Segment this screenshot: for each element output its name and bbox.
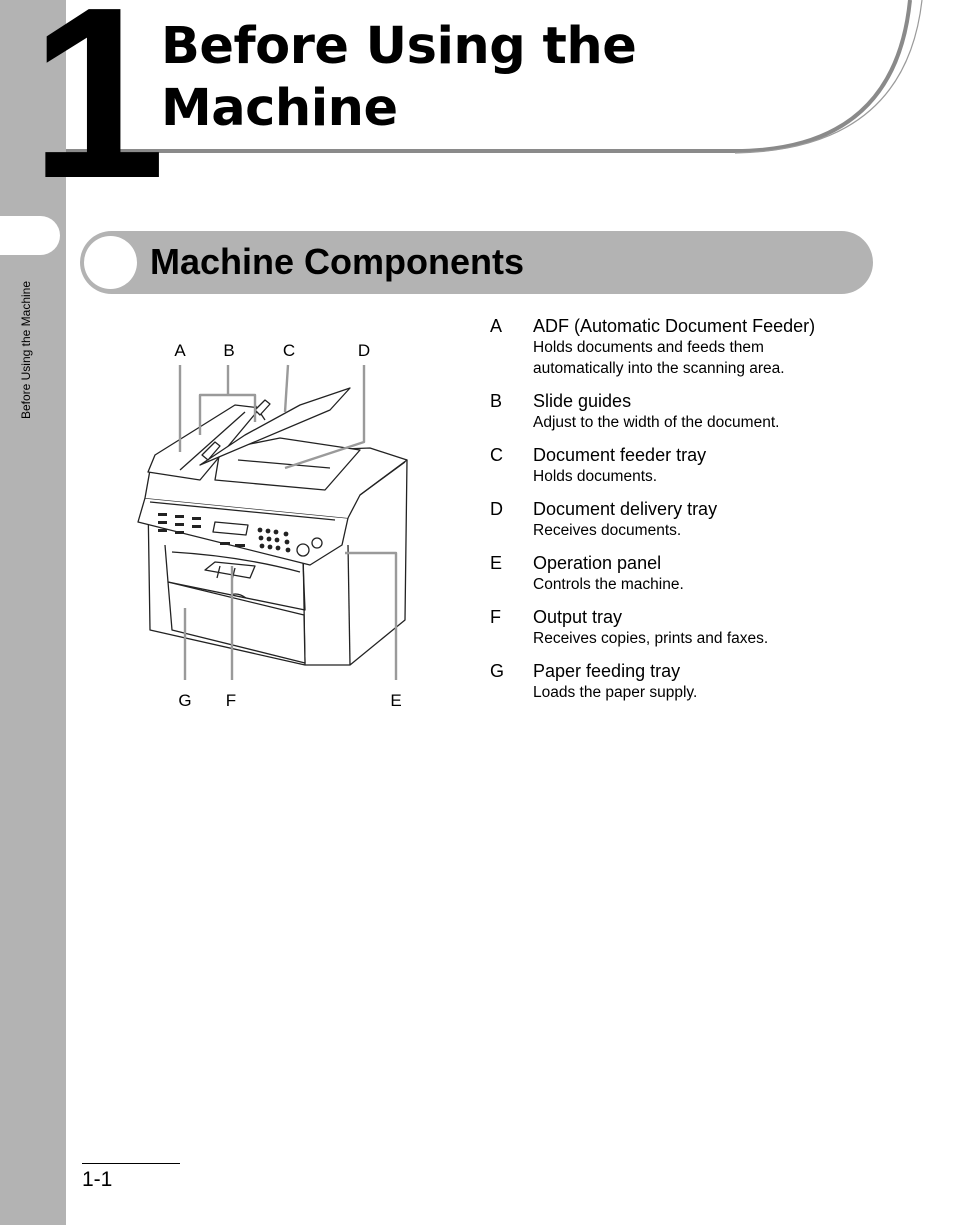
component-name: Operation panel [533,553,662,573]
component-name: Document feeder tray [533,445,707,465]
callout-label-e: E [390,691,402,710]
chapter-number: 1 [30,0,166,229]
page-number: 1-1 [82,1168,113,1191]
component-letter: C [490,445,503,465]
component-name: Paper feeding tray [533,661,681,681]
callout-label-g: G [178,691,192,710]
list-item: C Document feeder tray Holds documents. [490,444,910,487]
chapter-title: Before Using the Machine [161,16,801,140]
callout-label-b: B [223,341,235,360]
component-description: automatically into the scanning area. [533,360,785,377]
callout-label-a: A [174,341,186,360]
component-name: Slide guides [533,391,632,411]
list-item: B Slide guides Adjust to the width of th… [490,390,910,433]
list-item: A ADF (Automatic Document Feeder) Holds … [490,315,910,379]
footer-rule [82,1163,180,1164]
component-description: Receives copies, prints and faxes. [533,630,769,647]
machine-illustration [137,364,408,680]
component-letter: B [490,391,503,411]
list-item: F Output tray Receives copies, prints an… [490,606,910,649]
section-header-bar: Machine Components [80,231,873,294]
component-letter: D [490,499,503,519]
list-item: G Paper feeding tray Loads the paper sup… [490,660,910,703]
component-description: Loads the paper supply. [533,684,698,701]
component-letter: G [490,661,505,681]
section-title: Machine Components [150,241,525,282]
list-item: E Operation panel Controls the machine. [490,552,910,595]
component-description: Holds documents and feeds them [533,339,764,356]
list-item: D Document delivery tray Receives docume… [490,498,910,541]
section-dot [84,236,137,289]
component-description: Holds documents. [533,468,658,485]
callout-label-f: F [225,691,237,710]
component-list: A ADF (Automatic Document Feeder) Holds … [490,315,910,714]
component-letter: F [490,607,501,627]
component-name: ADF (Automatic Document Feeder) [533,316,816,336]
component-description: Receives documents. [533,522,682,539]
callout-label-c: C [282,341,296,360]
component-name: Output tray [533,607,623,627]
chapter-title-line-1: Before Using the [161,17,637,76]
chapter-header-curve [66,0,923,154]
side-chapter-label: Before Using the Machine [19,280,33,420]
chapter-title-line-2: Machine [161,79,398,138]
component-description: Adjust to the width of the document. [533,414,780,431]
component-letter: E [490,553,503,573]
component-description: Controls the machine. [533,576,684,593]
side-tab [0,216,60,255]
side-band [0,0,66,1225]
component-name: Document delivery tray [533,499,718,519]
component-letter: A [490,316,503,336]
callout-label-d: D [357,341,371,360]
